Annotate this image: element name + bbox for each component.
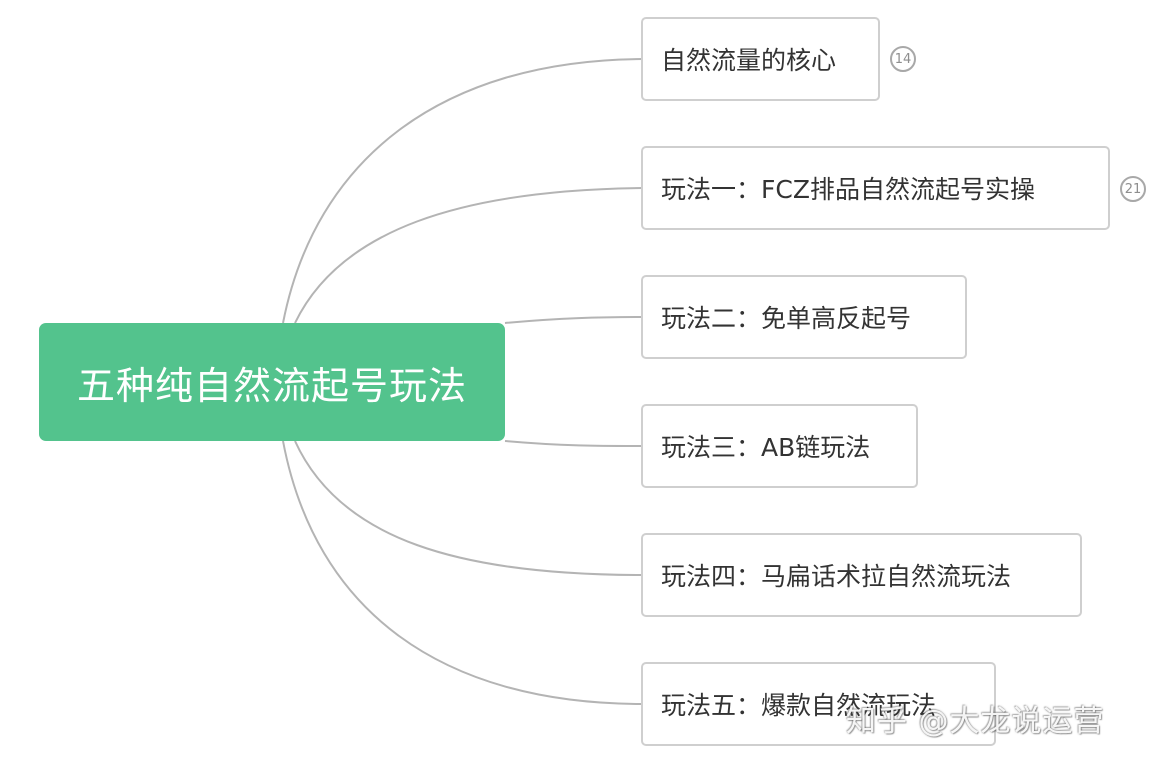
branch-topic-method-4[interactable]: 玩法四：马扁话术拉自然流玩法 (641, 533, 1082, 617)
branch-topic-label: 玩法四：马扁话术拉自然流玩法 (661, 562, 1012, 591)
branch-topic-method-1[interactable]: 玩法一：FCZ排品自然流起号实操 (641, 146, 1110, 230)
branch-topic-label: 玩法三：AB链玩法 (661, 433, 871, 462)
watermark-text: 知乎 @大龙说运营 (846, 704, 1105, 739)
branch-topic-label: 自然流量的核心 (661, 46, 837, 75)
central-topic-label: 五种纯自然流起号玩法 (76, 363, 467, 408)
branch-topic-label: 玩法一：FCZ排品自然流起号实操 (661, 175, 1035, 204)
connector-branch-5 (294, 440, 644, 576)
branch-topic-natural-traffic-core[interactable]: 自然流量的核心 (641, 17, 880, 101)
branch-topic-method-2[interactable]: 玩法二：免单高反起号 (641, 275, 967, 359)
collapsed-children-badge[interactable]: 14 (890, 46, 916, 72)
branch-topic-label: 玩法五：爆款自然流玩法 (661, 691, 937, 720)
collapsed-count: 14 (894, 51, 912, 67)
branch-topic-label: 玩法二：免单高反起号 (661, 304, 912, 333)
connector-branch-6 (282, 440, 644, 705)
collapsed-count: 21 (1124, 181, 1142, 197)
branch-topic-method-5[interactable]: 玩法五：爆款自然流玩法 (641, 662, 996, 746)
connector-branch-1 (282, 58, 644, 324)
connector-branch-3 (504, 316, 644, 324)
collapsed-children-badge[interactable]: 21 (1120, 176, 1146, 202)
connector-branch-2 (294, 187, 644, 324)
connector-branch-4 (504, 440, 644, 447)
central-topic[interactable]: 五种纯自然流起号玩法 (39, 323, 505, 441)
branch-topic-method-3[interactable]: 玩法三：AB链玩法 (641, 404, 918, 488)
